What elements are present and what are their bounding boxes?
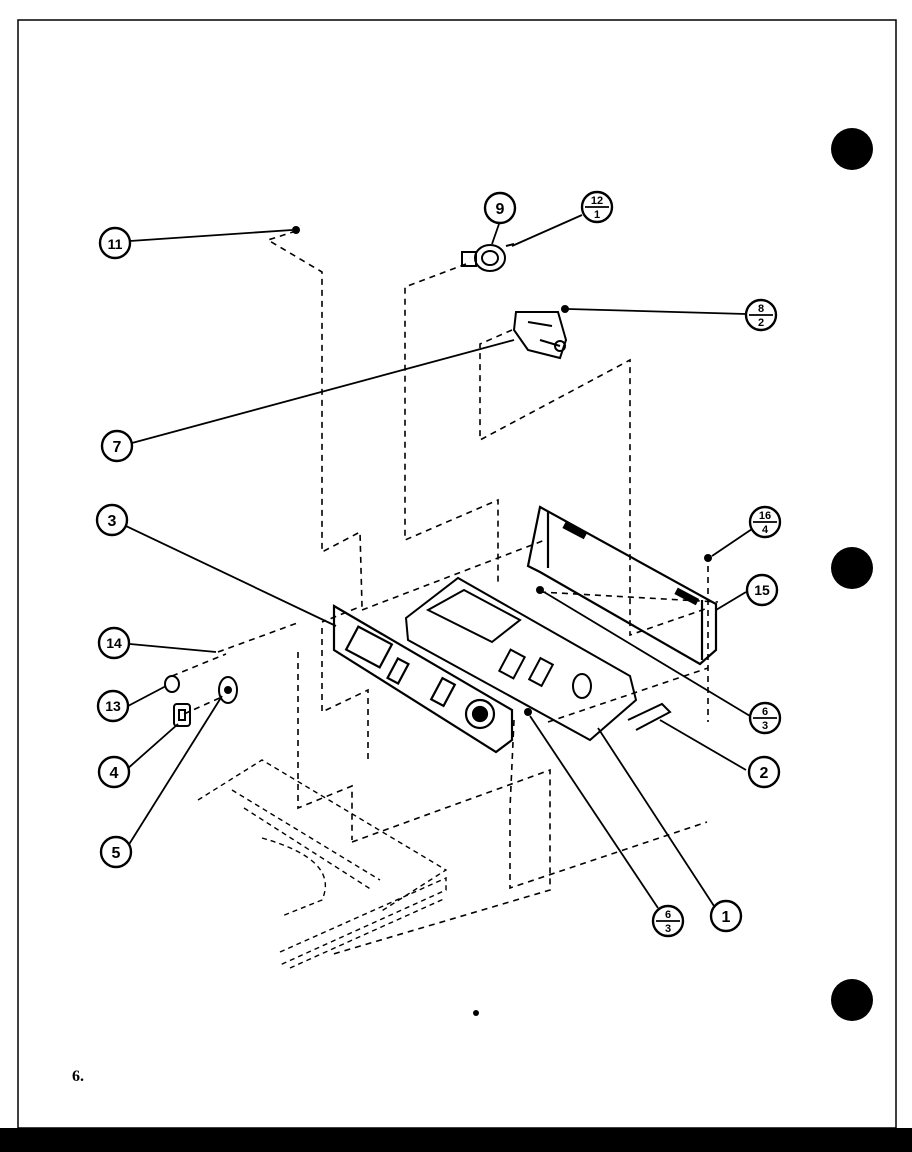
bottom-edge-band — [0, 1128, 912, 1152]
callout-6-3-right-top: 6 — [762, 706, 768, 718]
part-13-knob — [164, 675, 180, 693]
callout-6-3-bottom: 6 3 — [651, 904, 685, 938]
callout-14: 14 — [97, 626, 131, 660]
binder-hole-middle — [831, 547, 873, 589]
callout-8-2-top: 8 — [758, 303, 764, 315]
callout-12-1-top: 12 — [591, 195, 603, 207]
callout-4-label: 4 — [110, 765, 119, 782]
callout-7-label: 7 — [113, 439, 122, 456]
callout-5: 5 — [99, 835, 133, 869]
callout-13-label: 13 — [105, 698, 121, 714]
callout-16-4-bottom: 4 — [762, 524, 769, 536]
speck — [473, 1010, 479, 1016]
callout-6-3-right-bottom: 3 — [762, 720, 768, 732]
part-9-switch — [461, 243, 515, 272]
part-16-screw — [704, 554, 712, 562]
callout-9: 9 — [483, 191, 517, 225]
callout-2: 2 — [747, 755, 781, 789]
callout-11-label: 11 — [108, 236, 123, 252]
part-2-console — [404, 576, 672, 742]
leader-lines — [125, 214, 753, 909]
callout-8-2-bottom: 2 — [758, 317, 764, 329]
callout-6-3-bottom-top: 6 — [665, 909, 671, 921]
callout-6-3-right: 6 3 — [748, 701, 782, 735]
part-5-washer — [218, 676, 238, 704]
callout-15-label: 15 — [754, 582, 770, 598]
callout-3: 3 — [95, 503, 129, 537]
callout-12-1-bottom: 1 — [594, 209, 600, 221]
part-7-timer — [512, 305, 569, 360]
page-number: 6. — [72, 1068, 84, 1085]
callout-16-4-top: 16 — [759, 510, 771, 522]
callout-8-2: 8 2 — [744, 298, 778, 332]
part-3-panel — [332, 604, 514, 754]
part-6-screw-upper — [536, 586, 544, 594]
callout-11: 11 — [98, 226, 132, 260]
callout-9-label: 9 — [496, 201, 505, 218]
callout-12-1: 12 1 — [580, 190, 614, 224]
part-11-screw — [292, 226, 300, 234]
part-15-bracket — [526, 505, 718, 666]
callout-7: 7 — [100, 429, 134, 463]
callout-5-label: 5 — [112, 845, 121, 862]
base-plate — [197, 759, 448, 969]
assembly-dashed-lines — [171, 230, 719, 956]
callout-1: 1 — [709, 899, 743, 933]
callout-13: 13 — [96, 689, 130, 723]
callout-16-4: 16 4 — [748, 505, 782, 539]
callout-2-label: 2 — [760, 765, 769, 782]
part-6-screw-lower — [524, 708, 532, 716]
part-4-lens — [173, 703, 191, 727]
callout-6-3-bottom-bottom: 3 — [665, 923, 671, 935]
callout-4: 4 — [97, 755, 131, 789]
callout-3-label: 3 — [108, 513, 117, 530]
binder-hole-bottom — [831, 979, 873, 1021]
callout-1-label: 1 — [722, 909, 731, 926]
callout-15: 15 — [745, 573, 779, 607]
callout-14-label: 14 — [106, 635, 122, 651]
binder-hole-top — [831, 128, 873, 170]
